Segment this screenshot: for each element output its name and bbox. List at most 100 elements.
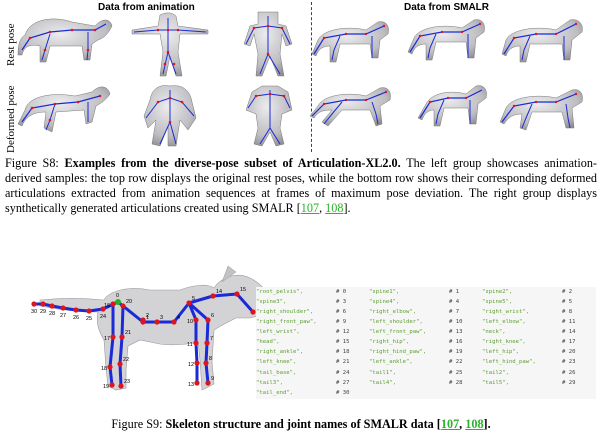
joint-index: # 0 <box>336 288 347 295</box>
skeleton-joint <box>205 317 211 323</box>
skeleton-joint-label: 26 <box>73 315 79 321</box>
skeleton-joint <box>117 361 123 367</box>
joint-name: "spine2", <box>482 288 513 295</box>
joint-index: # 21 <box>336 359 350 366</box>
skeleton-joint-label: 14 <box>216 289 222 295</box>
s8-mesh-grid <box>17 11 583 147</box>
joint-table-row: "right_ankle",# 18"right_hind_paw",# 19"… <box>256 348 595 358</box>
joint-index: # 12 <box>336 329 350 336</box>
skeleton-joint <box>205 380 211 386</box>
skeleton-joint-label: 22 <box>123 357 129 363</box>
joint-name <box>482 388 562 398</box>
skeleton-joint-label: 23 <box>124 379 130 385</box>
joint-table-row: "tail3",# 27"tail4",# 28"tail5",# 29 <box>256 378 595 388</box>
figure-s9-bold: Skeleton structure and joint names of SM… <box>166 417 491 431</box>
skeleton-joint <box>118 383 124 389</box>
joint-index: # 29 <box>562 379 576 386</box>
skeleton-joint <box>193 340 199 346</box>
skeleton-joint-label: 6 <box>211 313 214 319</box>
joint-name: "spine5", <box>482 298 513 305</box>
skeleton-joint-label: 1 <box>146 315 149 321</box>
joint-index <box>562 388 595 398</box>
skeleton-joint <box>40 301 46 307</box>
figure-s8-bold: Examples from the diverse-pose subset of… <box>64 156 401 170</box>
citation-107-s9[interactable]: 107 <box>440 417 460 431</box>
joint-name: "left_hip", <box>482 349 520 356</box>
joint-name: "left_hind_paw", <box>482 359 536 366</box>
skeleton-joint <box>115 299 121 305</box>
joint-index: # 11 <box>562 319 576 326</box>
joint-table-row: "tail_end",# 30 <box>256 388 595 398</box>
smalr-deformed-1 <box>309 87 391 127</box>
skeleton-joint-label: 3 <box>160 315 163 321</box>
joint-name: "neck", <box>482 329 506 336</box>
deformed-humanoid-mesh <box>143 85 197 147</box>
skeleton-joint <box>186 300 192 306</box>
skeleton-joint <box>193 317 199 323</box>
smalr-body-mesh <box>39 265 277 391</box>
joint-name: "tail3", <box>256 379 283 386</box>
citation-close-s9: ]. <box>483 417 491 431</box>
skeleton-bone <box>118 362 123 388</box>
figure-s9-label: Figure S9: <box>111 417 163 431</box>
joint-name: "spine1", <box>369 288 400 295</box>
skeleton-joint <box>203 360 209 366</box>
joint-name <box>369 388 449 398</box>
citation-107[interactable]: 107 <box>300 201 320 215</box>
joint-index: # 26 <box>562 369 576 376</box>
deformed-lion-mesh <box>17 86 111 133</box>
joint-name: "tail1", <box>369 369 396 376</box>
joint-name: "spine3", <box>256 298 287 305</box>
skeleton-joint <box>194 360 200 366</box>
joint-name: "right_hip", <box>369 339 410 346</box>
skeleton-joint-label: 2 <box>146 313 149 319</box>
joint-index: # 15 <box>336 339 350 346</box>
skeleton-bone <box>172 301 191 324</box>
joint-name: "tail_base", <box>256 369 297 376</box>
skeleton-bone <box>118 335 124 366</box>
citation-close: ]. <box>343 201 351 215</box>
joint-index: # 17 <box>562 339 576 346</box>
joint-name: "spine4", <box>369 298 400 305</box>
figure-s8-label: Figure S8: <box>5 156 59 170</box>
skeleton-joint <box>210 293 216 299</box>
citation-108-s9[interactable]: 108 <box>465 417 484 431</box>
deformed-robot-mesh <box>245 85 293 147</box>
skeleton-bone <box>235 292 255 314</box>
joint-index: # 18 <box>336 349 350 356</box>
joint-name: "tail4", <box>369 379 396 386</box>
skeleton-joint-label: 19 <box>103 384 109 390</box>
joint-index: # 9 <box>336 319 347 326</box>
skeleton-joint <box>171 319 177 325</box>
smalr-deformed-3 <box>499 89 583 131</box>
joint-index: # 4 <box>449 298 460 305</box>
skeleton-bone <box>108 335 115 369</box>
joint-name: "left_wrist", <box>256 329 300 336</box>
joint-index: # 24 <box>336 369 350 376</box>
joint-index: # 13 <box>449 329 463 336</box>
figure-s9-caption: Figure S9: Skeleton structure and joint … <box>0 417 602 432</box>
skeleton-bone <box>211 292 239 298</box>
joint-index: # 10 <box>449 319 463 326</box>
skeleton-joint-label: 13 <box>188 382 194 388</box>
joint-name: "right_hind_paw", <box>369 349 427 356</box>
skeleton-joint-label: 9 <box>211 376 214 382</box>
rest-humanoid-mesh <box>131 12 209 77</box>
joint-name: "root_pelvis", <box>256 288 304 295</box>
joint-index: # 3 <box>336 298 347 305</box>
skeleton-joint <box>60 305 66 311</box>
citation-108[interactable]: 108 <box>325 201 344 215</box>
skeleton-joint-label: 8 <box>209 356 212 362</box>
joint-index: # 19 <box>449 349 463 356</box>
skeleton-bone <box>187 301 198 322</box>
skeleton-joint-label: 29 <box>40 309 46 315</box>
skeleton-joint <box>140 317 146 323</box>
skeleton-bone <box>204 361 210 385</box>
joint-name: "left_elbow", <box>482 319 526 326</box>
joint-index: # 20 <box>562 349 576 356</box>
joint-name: "left_shoulder", <box>369 319 423 326</box>
joint-index: # 27 <box>336 379 350 386</box>
skeleton-joint <box>119 334 125 340</box>
